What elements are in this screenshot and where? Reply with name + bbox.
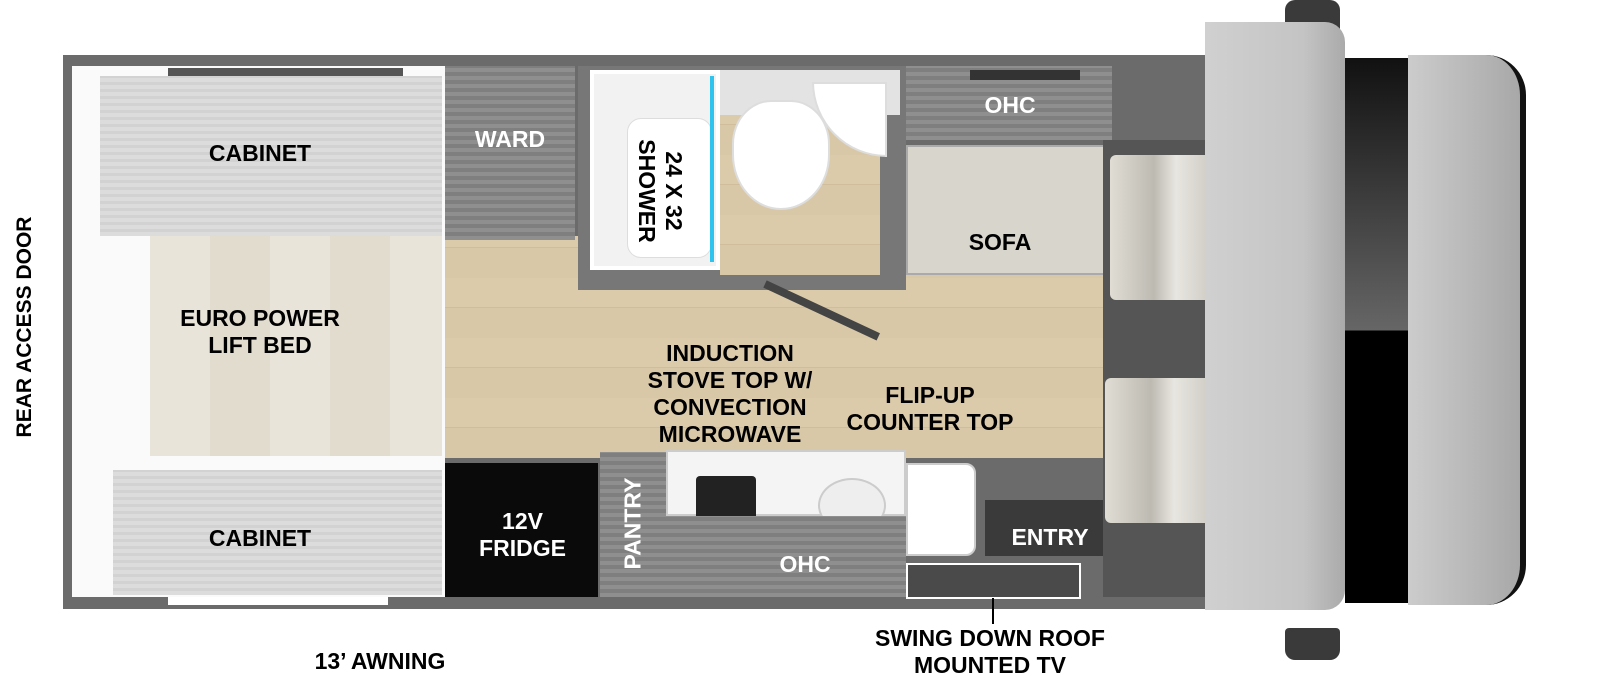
fridge-label: 12V FRIDGE — [479, 508, 566, 561]
rear-door-label: REAR ACCESS DOOR — [13, 216, 36, 438]
window-top — [970, 70, 1080, 80]
counter-label: FLIP-UP COUNTER TOP — [846, 382, 1014, 435]
pantry — [600, 452, 666, 597]
stove-label: INDUCTION STOVE TOP W/ CONVECTION MICROW… — [647, 340, 813, 447]
cabinet-top — [100, 76, 442, 236]
window-rear-top — [168, 68, 403, 78]
window-rear-bottom — [168, 597, 388, 605]
awning-label: 13’ AWNING — [314, 648, 446, 674]
cabinet-top-label: CABINET — [208, 140, 312, 166]
cabinet-bottom — [113, 470, 442, 595]
shower-pan — [627, 118, 712, 258]
toilet-icon — [732, 100, 830, 210]
mirror-bottom — [1285, 628, 1340, 660]
flip-up-counter — [906, 463, 976, 556]
seat-passenger — [1105, 378, 1220, 523]
fridge — [445, 463, 598, 597]
shower-glass — [710, 76, 714, 262]
shower-label: 24 X 32 SHOWER — [634, 139, 687, 243]
tv-outline — [906, 563, 1081, 599]
windshield — [1345, 58, 1413, 603]
ohc-top-label: OHC — [984, 92, 1036, 118]
ohc-bottom-label: OHC — [779, 551, 831, 577]
entry-label: ENTRY — [1011, 524, 1089, 550]
wardrobe — [445, 66, 575, 240]
seat-driver — [1110, 155, 1220, 300]
sofa — [906, 145, 1106, 275]
sofa-label: SOFA — [968, 229, 1032, 255]
pantry-label: PANTRY — [619, 477, 646, 570]
ward-label: WARD — [474, 126, 546, 152]
bed-label: EURO POWER LIFT BED — [180, 305, 340, 358]
ohc-bottom — [666, 516, 906, 597]
hood — [1408, 55, 1526, 605]
entry-step — [985, 500, 1103, 556]
tv-label: SWING DOWN ROOF MOUNTED TV — [875, 625, 1105, 678]
tv-leader — [992, 598, 994, 624]
cab-roof — [1205, 22, 1345, 610]
bed — [150, 236, 442, 456]
cabinet-bottom-label: CABINET — [208, 525, 312, 551]
